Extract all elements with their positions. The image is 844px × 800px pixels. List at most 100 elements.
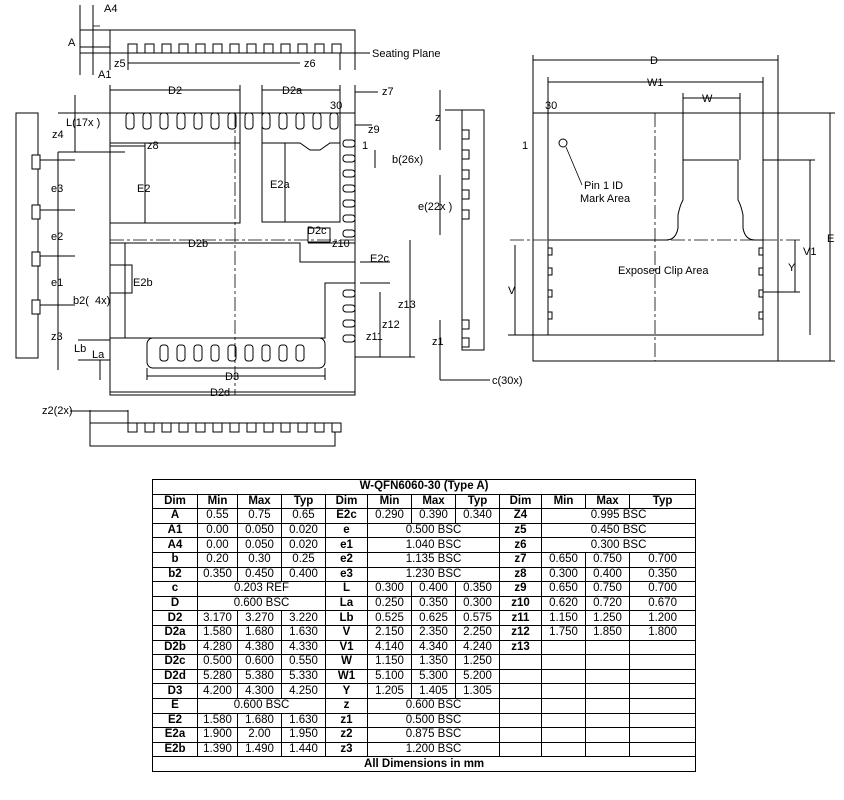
label-b2: b2( [73, 295, 89, 307]
terminal-pad [195, 43, 206, 54]
dim-value-cell: 0.55 [197, 508, 238, 524]
dim-value-cell: 0.350 [411, 595, 456, 612]
dim-bsc-value-cell: 0.600 BSC [367, 697, 500, 714]
column-header: Dim [152, 493, 198, 510]
terminal-pad [331, 422, 342, 433]
dim-name-cell: W1 [325, 668, 368, 685]
side-view-left [15, 112, 41, 359]
dim-name-cell: z1 [325, 712, 368, 729]
table-footer: All Dimensions in mm [151, 756, 697, 772]
dim-name-cell: b2 [152, 566, 198, 583]
label-D3: D3 [225, 371, 239, 383]
dim-value-cell: 2.150 [367, 624, 412, 641]
bottom-view-top-pad [261, 112, 271, 130]
side-left-pad [31, 154, 41, 170]
dim-value-cell: 0.00 [197, 537, 238, 553]
bottom-view-top-pad [159, 112, 169, 130]
dim-name-cell: A [152, 508, 198, 524]
column-header: Max [411, 493, 456, 510]
dim-value-cell: 0.050 [237, 522, 282, 539]
dim-value-cell: 0.525 [367, 610, 412, 626]
bottom-view-bottom-pad [227, 344, 237, 362]
dim-value-cell: 0.290 [367, 508, 412, 524]
dim-value-cell: 1.305 [455, 683, 500, 699]
label-Y: Y [788, 262, 796, 274]
clip-notch [547, 289, 553, 298]
label-z-side: z [435, 112, 441, 124]
dim-value-cell: 2.00 [237, 727, 282, 743]
dim-value-cell: 2.250 [455, 624, 500, 641]
dim-value-cell: 0.30 [237, 551, 282, 568]
dim-value-cell: 0.350 [455, 581, 500, 597]
dim-value-cell: 0.700 [628, 551, 697, 568]
label-seating-plane: Seating Plane [372, 48, 441, 60]
dim-name-cell: z8 [499, 566, 542, 583]
clip-notch [758, 289, 764, 298]
bottom-view-top-pad [193, 112, 203, 130]
column-header: Max [237, 493, 282, 510]
dim-bsc-value-cell: 0.500 BSC [367, 522, 500, 539]
clip-notch [758, 311, 764, 320]
dim-value-cell: 1.800 [628, 624, 697, 641]
dim-value-cell [628, 727, 697, 743]
dim-value-cell: 1.900 [197, 727, 238, 743]
dim-bsc-value-cell: 0.203 REF [197, 581, 326, 597]
dim-value-cell: 1.950 [281, 727, 326, 743]
dim-value-cell: 4.340 [411, 639, 456, 656]
label-E2: E2 [137, 183, 150, 195]
dim-value-cell: 1.630 [281, 624, 326, 641]
bottom-view-top-pad [329, 112, 339, 130]
dim-value-cell: 0.00 [197, 522, 238, 539]
label-z13: z13 [398, 299, 416, 311]
label-z9: z9 [368, 124, 380, 136]
dim-value-cell: 0.050 [237, 537, 282, 553]
dim-name-cell: e3 [325, 566, 368, 583]
dim-value-cell: 0.400 [411, 581, 456, 597]
dim-value-cell: 1.750 [541, 624, 586, 641]
dim-name-cell [499, 668, 542, 685]
dim-value-cell: 4.330 [281, 639, 326, 656]
dim-value-cell: 0.550 [281, 654, 326, 670]
bottom-view-right-pad [342, 184, 356, 193]
dim-value-cell: 0.575 [455, 610, 500, 626]
dim-bsc-value-cell: 1.200 BSC [367, 741, 500, 758]
terminal-pad [161, 422, 172, 433]
terminal-pad [246, 422, 257, 433]
label-D: D [650, 55, 658, 67]
dim-name-cell: E2a [152, 727, 198, 743]
label-A1: A1 [98, 69, 111, 81]
bottom-view: D2 D2a 30 z7 L(17x ) z4 z8 z9 1 b(26x) E… [40, 85, 423, 399]
side-right-pad [461, 129, 470, 140]
dim-name-cell: z5 [499, 522, 542, 539]
dim-name-cell [499, 727, 542, 743]
dim-value-cell: 0.700 [628, 581, 697, 597]
dim-name-cell: c [152, 581, 198, 597]
dim-value-cell: 3.220 [281, 610, 326, 626]
dim-bsc-value-cell: 0.500 BSC [367, 712, 500, 729]
dim-value-cell: 0.020 [281, 537, 326, 553]
label-mark-area: Mark Area [580, 193, 631, 205]
dim-value-cell: 0.25 [281, 551, 326, 568]
clip-notch [758, 247, 764, 256]
bottom-view-top-pad [244, 112, 254, 130]
side-right-pad [461, 319, 470, 330]
dim-bsc-value-cell: 0.450 BSC [540, 522, 697, 539]
dim-value-cell: 0.250 [367, 595, 412, 612]
dim-value-cell [541, 639, 586, 656]
column-header: Dim [499, 493, 542, 510]
dim-name-cell: E2b [152, 741, 198, 758]
dim-name-cell: D2 [152, 610, 198, 626]
label-e2: e2 [51, 231, 63, 243]
dim-value-cell: 4.140 [367, 639, 412, 656]
label-W: W [702, 93, 713, 105]
dim-name-cell: W [325, 654, 368, 670]
dim-name-cell: z2 [325, 727, 368, 743]
label-V: V [508, 285, 516, 297]
label-z8: z8 [147, 140, 159, 152]
terminal-pad [280, 422, 291, 433]
dim-name-cell: Y [325, 683, 368, 699]
